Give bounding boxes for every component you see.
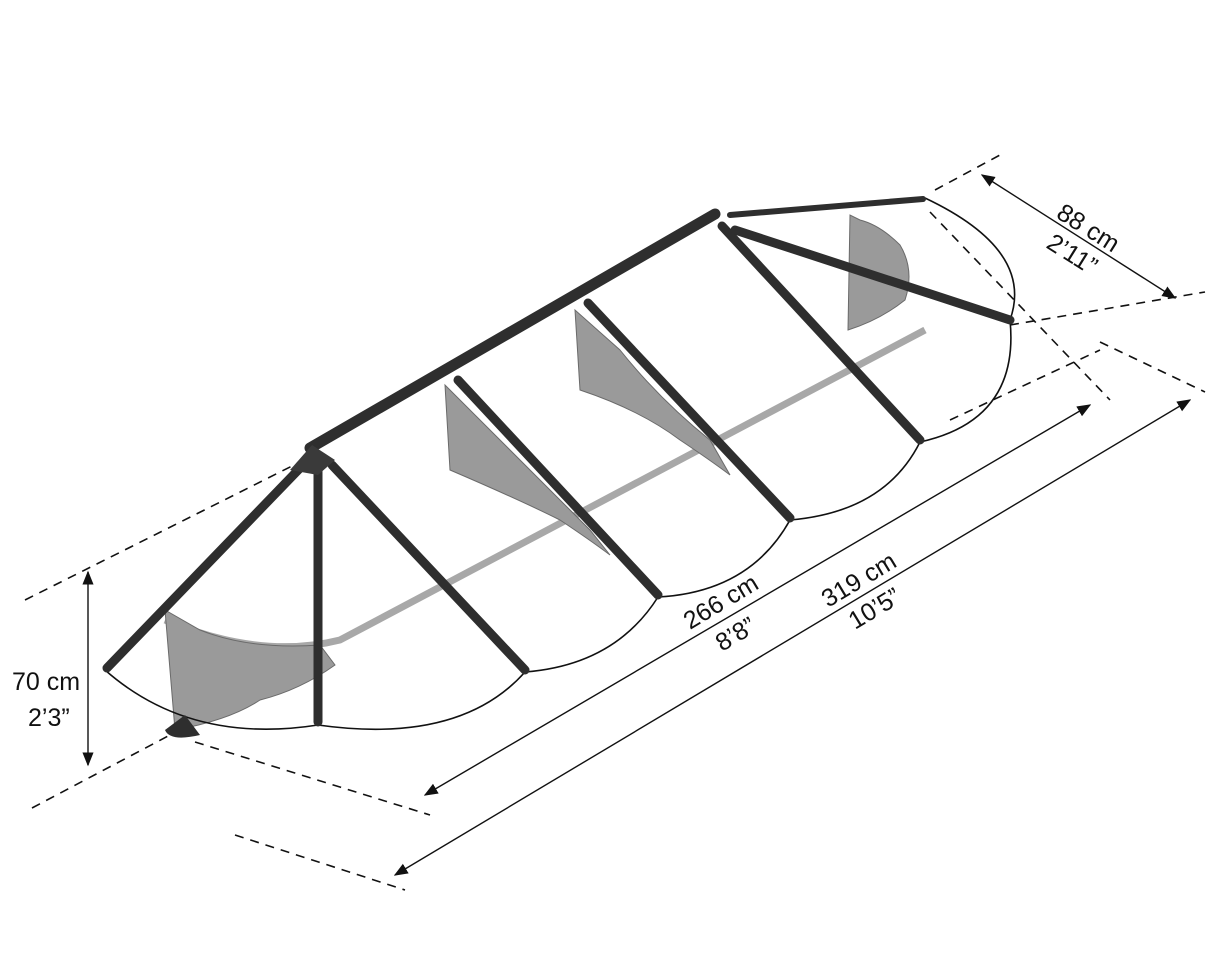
brackets — [164, 214, 910, 731]
height-metric-label: 70 cm — [12, 668, 80, 696]
corner-connector — [290, 445, 335, 475]
dimension-arrows — [82, 174, 1192, 876]
bracket-1 — [164, 609, 336, 731]
bracket-3 — [574, 308, 731, 476]
depth-arrow — [980, 174, 1177, 299]
inner-width-arrow — [423, 404, 1092, 796]
wall-mount — [165, 715, 200, 738]
extension-lines — [24, 154, 1206, 891]
height-imperial-label: 2’3” — [28, 704, 70, 732]
bracket-2 — [444, 383, 611, 556]
outer-width-arrow — [393, 399, 1192, 876]
